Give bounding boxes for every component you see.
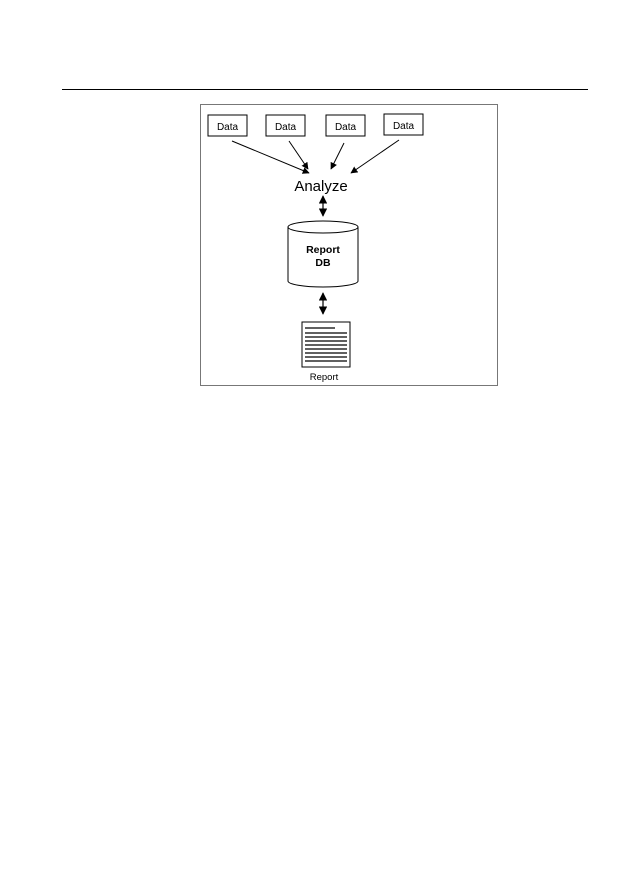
data-box-2: Data [266, 115, 305, 136]
report-document-icon [302, 322, 350, 367]
data-box-3: Data [326, 115, 365, 136]
data-flow-diagram: Data Data Data Data Analyze Report DB [201, 105, 497, 385]
data-box-label: Data [393, 121, 415, 132]
header-rule [62, 89, 588, 90]
data-box-label: Data [217, 122, 239, 133]
arrow-data1-to-analyze [232, 141, 309, 173]
db-label-line2: DB [315, 257, 331, 269]
diagram-frame: Data Data Data Data Analyze Report DB [200, 104, 498, 386]
data-box-1: Data [208, 115, 247, 136]
arrow-data3-to-analyze [331, 143, 344, 169]
arrow-data2-to-analyze [289, 141, 308, 169]
arrow-data4-to-analyze [351, 140, 399, 173]
report-label: Report [310, 372, 339, 383]
db-label-line1: Report [306, 244, 340, 256]
data-box-label: Data [335, 122, 357, 133]
analyze-label: Analyze [294, 178, 347, 195]
data-box-label: Data [275, 122, 297, 133]
report-db-cylinder: Report DB [288, 221, 358, 287]
data-box-4: Data [384, 114, 423, 135]
